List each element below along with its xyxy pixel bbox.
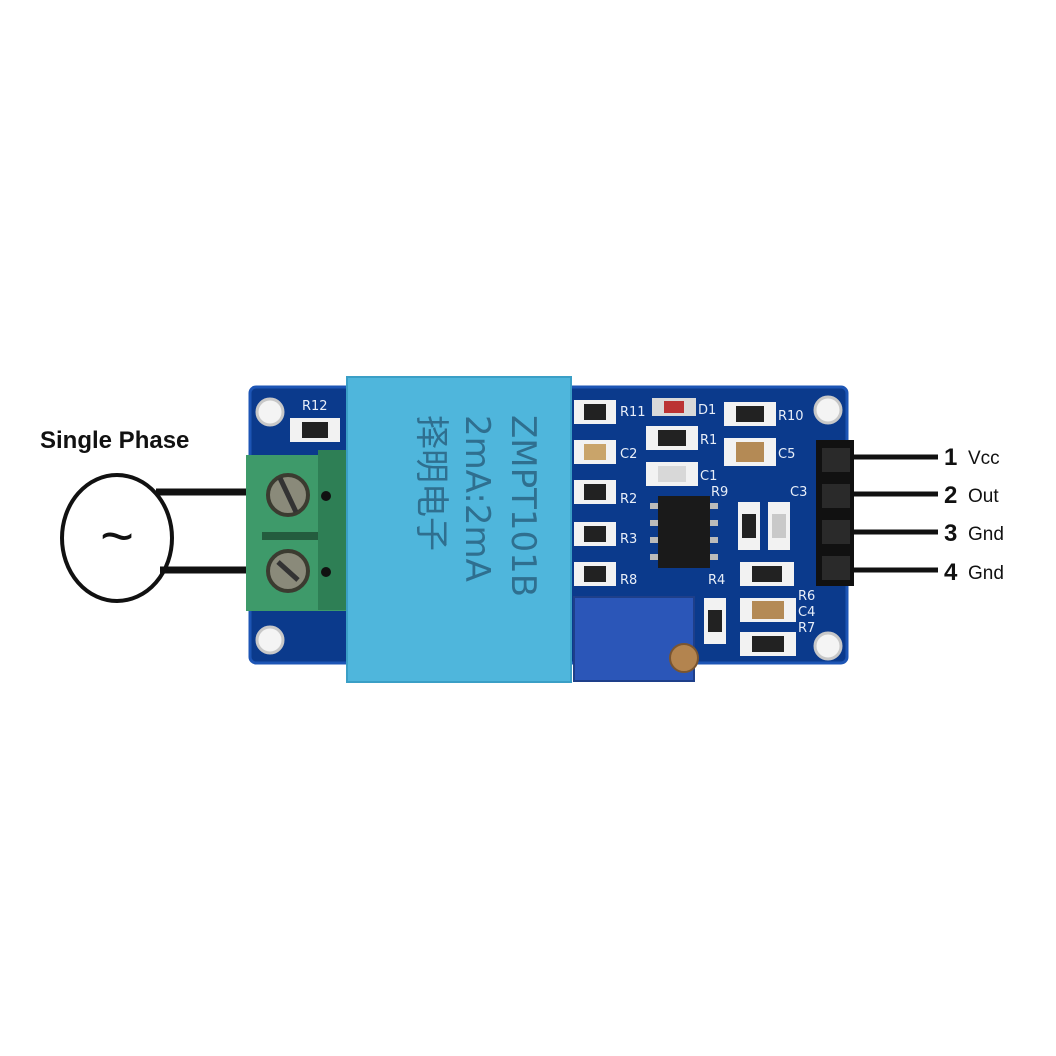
pin-3 [822, 520, 850, 544]
silk-r7: R7 [798, 621, 815, 636]
silk-c3: C3 [790, 485, 807, 500]
op-amp-ic [650, 496, 718, 568]
terminal-hole-top [321, 491, 331, 501]
pin-2-name: Out [968, 486, 999, 507]
silk-d1: D1 [698, 403, 716, 418]
silk-c2: C2 [620, 447, 637, 462]
mount-hole-top-left [255, 397, 285, 427]
smd-column [574, 400, 616, 586]
silk-c5: C5 [778, 447, 795, 462]
transformer [347, 377, 571, 682]
screw-bottom-slot [276, 560, 300, 582]
silk-r4: R4 [708, 573, 725, 588]
pin-1-name: Vcc [968, 448, 1000, 469]
led-d1-body [664, 401, 684, 413]
potentiometer-knob-icon [669, 643, 699, 673]
silk-r6: R6 [798, 589, 815, 604]
mount-hole-bottom-right [813, 631, 843, 661]
terminal-divider [262, 532, 318, 540]
screw-terminal-side [318, 450, 346, 610]
silk-r8: R8 [620, 573, 637, 588]
mount-hole-top-right [813, 395, 843, 425]
transformer-model: ZMPT101B [503, 415, 543, 597]
resistor-r12-body [302, 422, 328, 438]
pin-4 [822, 556, 850, 580]
pin-1 [822, 448, 850, 472]
pin-2-number: 2 [944, 482, 957, 509]
pin-4-name: Gnd [968, 563, 1004, 584]
pin-1-number: 1 [944, 444, 957, 471]
screw-top-slot [277, 476, 299, 514]
transformer-ratio: 2mA:2mA [457, 415, 497, 582]
silk-r10: R10 [778, 409, 804, 424]
silk-c4: C4 [798, 605, 815, 620]
ac-source-circle [60, 473, 174, 603]
pin-3-name: Gnd [968, 524, 1004, 545]
silk-r12: R12 [302, 399, 328, 414]
mount-hole-bottom-left [255, 625, 285, 655]
source-label: Single Phase [40, 427, 189, 454]
silk-r11: R11 [620, 405, 646, 420]
silk-r9: R9 [711, 485, 728, 500]
silk-c1: C1 [700, 469, 717, 484]
transformer-edge [346, 376, 572, 683]
pin-3-number: 3 [944, 520, 957, 547]
silk-r3: R3 [620, 532, 637, 547]
silk-r2: R2 [620, 492, 637, 507]
transformer-brand: 择明电子 [411, 415, 451, 551]
pin-4-number: 4 [944, 559, 958, 586]
silk-r1: R1 [700, 433, 717, 448]
transformer-label-group: ZMPT101B 2mA:2mA 择明电子 [411, 415, 543, 597]
pin-2 [822, 484, 850, 508]
terminal-hole-bottom [321, 567, 331, 577]
ac-source-symbol: ~ [100, 504, 134, 569]
